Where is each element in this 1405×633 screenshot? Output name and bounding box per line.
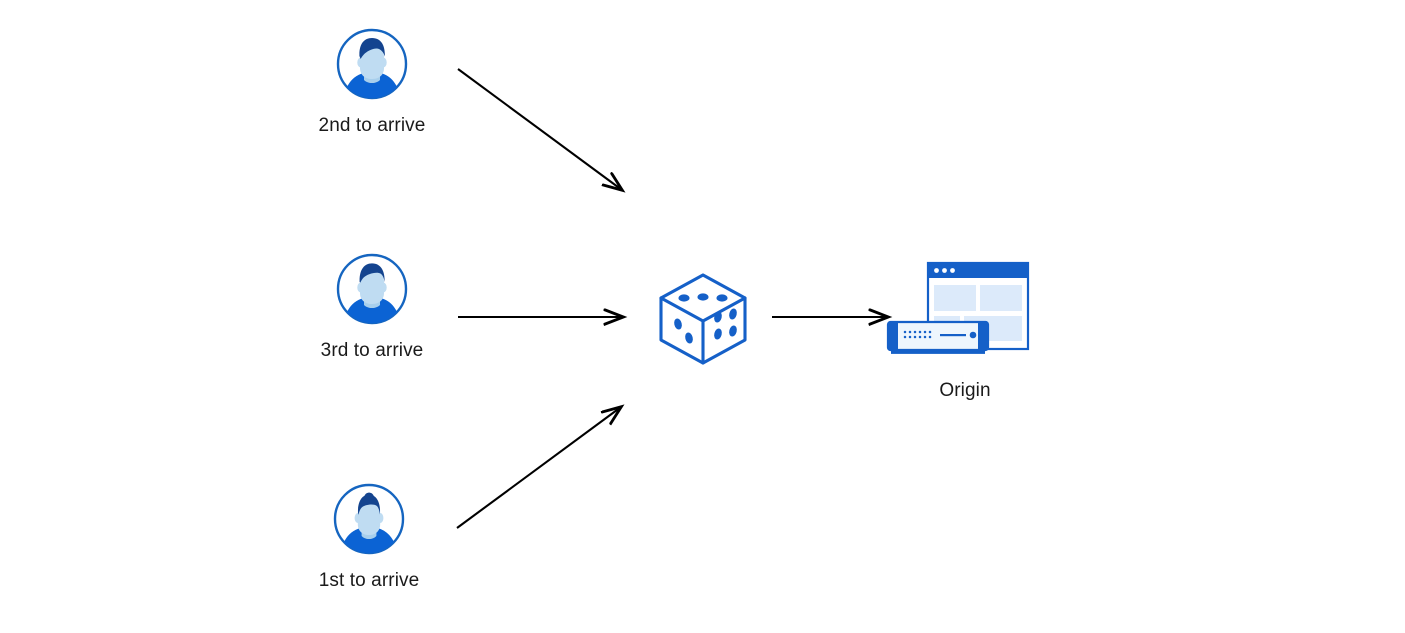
user-avatar-female-icon: [294, 481, 444, 557]
node-user-3rd: 3rd to arrive: [297, 251, 447, 363]
router-device: [886, 320, 990, 354]
origin-server-icon: [870, 255, 1060, 365]
node-label: Origin: [939, 380, 991, 401]
node-user-1st: 1st to arrive: [294, 481, 444, 593]
node-label: 1st to arrive: [318, 570, 420, 591]
node-origin: Origin: [870, 255, 1060, 403]
user-avatar-icon: [297, 26, 447, 102]
node-label: 3rd to arrive: [320, 340, 424, 361]
arrow-1st-to-dice: [456, 407, 621, 529]
node-label: 2nd to arrive: [318, 115, 426, 136]
node-user-2nd: 2nd to arrive: [297, 26, 447, 138]
dice-icon: [648, 262, 758, 377]
user-avatar-icon: [297, 251, 447, 327]
node-dice: [648, 262, 758, 372]
arrow-2nd-to-dice: [457, 68, 622, 190]
